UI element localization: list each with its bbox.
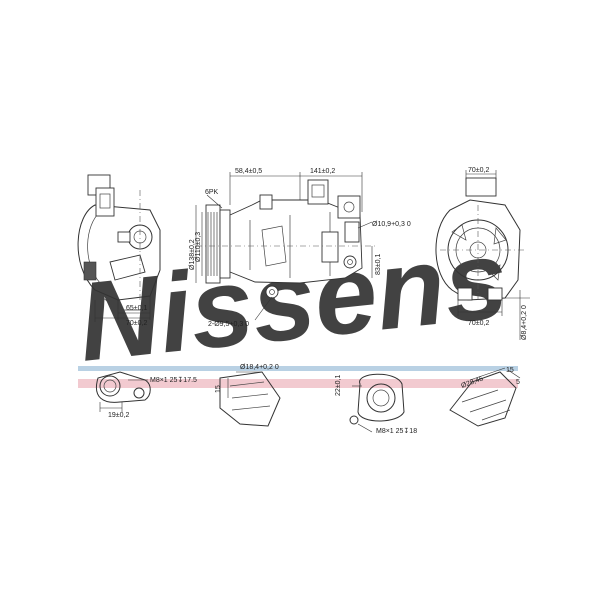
port2-gap: 15 bbox=[215, 385, 222, 393]
dim-10-9: Ø10,9+0,3 0 bbox=[372, 221, 411, 228]
dim-83: 83±0,1 bbox=[375, 254, 382, 275]
port-detail-4 bbox=[449, 367, 521, 427]
dim-6pk: 6PK bbox=[205, 189, 219, 196]
port4-b: 5 bbox=[516, 379, 520, 386]
right-side-view bbox=[435, 170, 530, 340]
blue-band bbox=[78, 366, 518, 371]
dim-70-top: 70±0,2 bbox=[468, 167, 489, 174]
dim-65: 65±0,1 bbox=[126, 305, 147, 312]
dim-70-right: 70±0,2 bbox=[468, 320, 489, 327]
dim-138: Ø138±0,2 bbox=[189, 239, 196, 270]
port-detail-3 bbox=[349, 373, 405, 433]
dim-58-4: 58,4±0,5 bbox=[235, 168, 262, 175]
port-detail-2 bbox=[219, 371, 281, 427]
port-detail-1 bbox=[96, 371, 151, 412]
port3-dia: 22±0,1 bbox=[335, 375, 342, 396]
port1-width: 19±0,2 bbox=[108, 412, 129, 419]
red-band bbox=[78, 379, 518, 388]
port3-thread: M8×1 25↧18 bbox=[376, 428, 417, 435]
dim-8-4: Ø8,4+0,2 0 bbox=[521, 305, 528, 340]
dim-70-left: 70±0,2 bbox=[126, 320, 147, 327]
dim-110: Ø110±0,3 bbox=[195, 232, 202, 262]
left-side-view bbox=[77, 174, 161, 322]
dim-141: 141±0,2 bbox=[310, 168, 335, 175]
port4-a: 15 bbox=[506, 367, 514, 374]
port2-dia: Ø18,4+0,2 0 bbox=[240, 364, 279, 371]
center-front-view bbox=[195, 172, 375, 321]
dim-holes: 2-Ø9,5+0,3 0 bbox=[208, 321, 249, 328]
port1-thread: M8×1 25↧17.5 bbox=[150, 377, 197, 384]
